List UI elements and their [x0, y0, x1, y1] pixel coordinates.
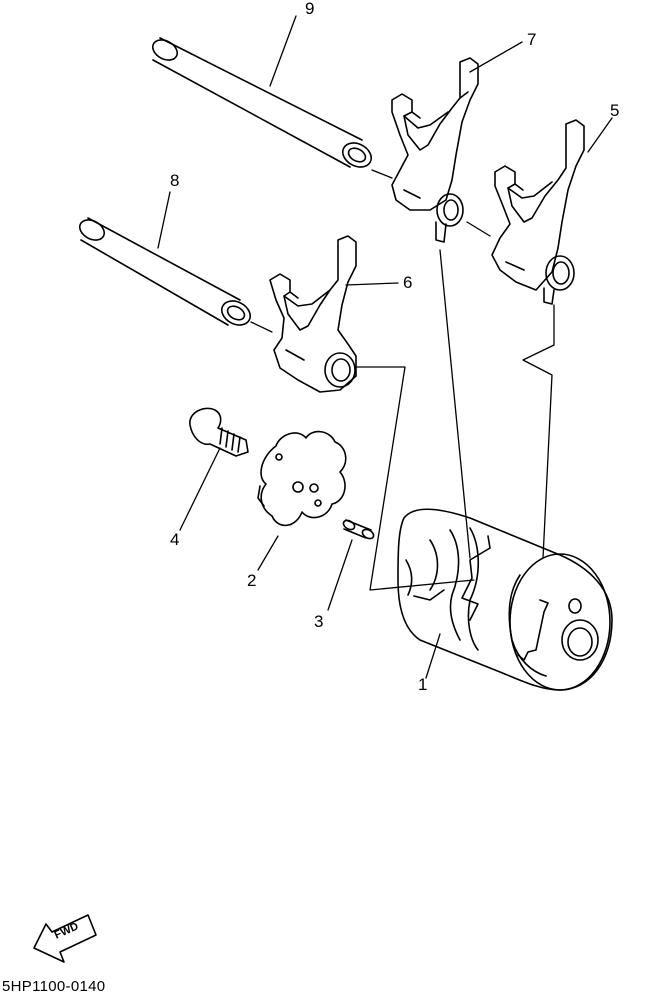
engagement-guide-lines: [250, 169, 555, 591]
callout-5: 5: [610, 101, 620, 120]
shift-fork-7: [391, 57, 479, 243]
callout-8: 8: [170, 171, 180, 190]
segment-plate-2: [257, 430, 347, 527]
shift-fork-shaft-lower: [78, 217, 252, 326]
callout-2: 2: [247, 571, 257, 590]
callout-1: 1: [418, 675, 428, 694]
callout-9: 9: [305, 0, 315, 18]
dowel-pin-3: [342, 519, 375, 540]
callout-6: 6: [403, 273, 413, 292]
callout-3: 3: [314, 612, 324, 631]
shift-fork-6: [269, 235, 357, 393]
shift-fork-5: [491, 119, 585, 305]
callout-7: 7: [527, 30, 537, 49]
diagram-code: 5HP1100-0140: [2, 978, 106, 995]
fwd-arrow-icon: [33, 914, 97, 963]
shift-fork-shaft-upper: [151, 37, 373, 168]
shift-drum-1: [397, 508, 613, 691]
screw-4: [189, 407, 249, 457]
callout-4: 4: [170, 530, 180, 549]
callout-leader-lines: [157, 15, 613, 679]
